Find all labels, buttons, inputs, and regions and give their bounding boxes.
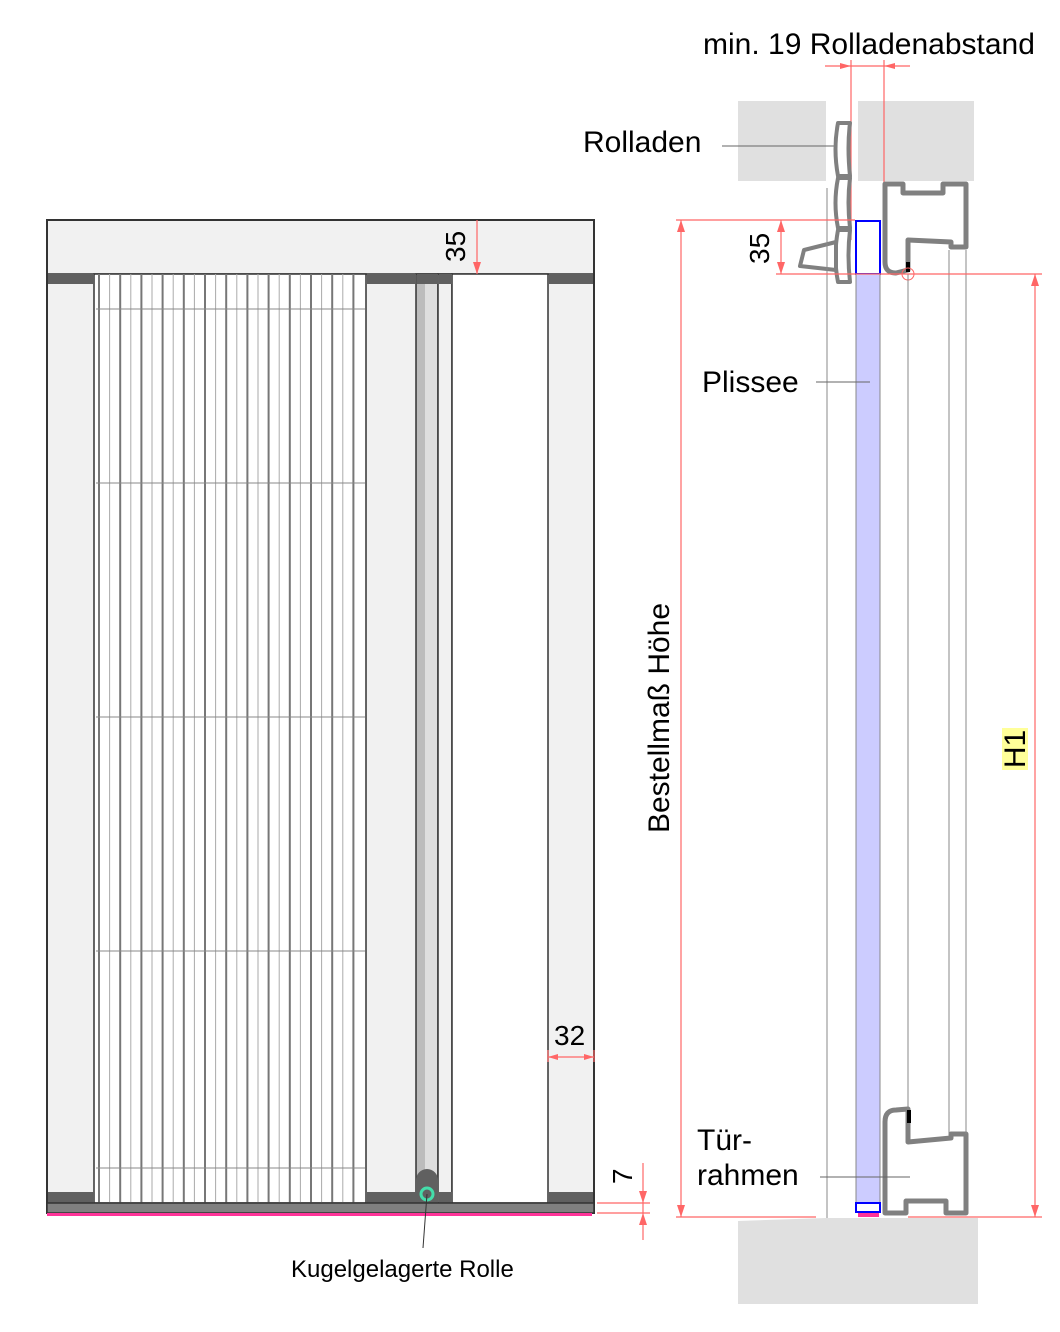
pleat-bottom-profile xyxy=(855,1202,881,1213)
h1-highlight xyxy=(1002,728,1028,770)
section-view: min. 19 Rolladenabstand Rolladen xyxy=(583,28,1042,1304)
seal-strip xyxy=(47,1213,592,1216)
frame-label-2: rahmen xyxy=(697,1159,799,1192)
pleat-label: Plissee xyxy=(702,366,799,399)
open-panel xyxy=(451,273,549,1204)
rail xyxy=(415,273,439,1204)
svg-text:7: 7 xyxy=(607,1168,638,1184)
bottom-rail xyxy=(46,1202,595,1214)
dim-top-35-section: 35 xyxy=(676,219,1042,275)
svg-text:35: 35 xyxy=(744,233,775,264)
handle-profile xyxy=(437,273,453,1204)
seal-bottom xyxy=(907,1110,911,1123)
frame-profile-top xyxy=(882,181,969,276)
seal-top xyxy=(906,262,910,272)
pleat-area xyxy=(93,273,367,1204)
pleat-seal xyxy=(858,1213,879,1217)
roller-leader xyxy=(422,1193,428,1249)
dim-order-height: Bestellmaß Höhe xyxy=(643,220,1042,1218)
frame-lines xyxy=(907,250,967,1134)
floor-block xyxy=(738,1218,978,1304)
frame-profile-bottom xyxy=(882,1106,969,1216)
shutter-label: Rolladen xyxy=(583,126,701,159)
h1-label: H1 xyxy=(999,730,1032,768)
svg-text:32: 32 xyxy=(554,1020,585,1051)
front-view: Kugelgelagerte Rolle 35 32 7 xyxy=(46,219,650,1283)
dim-min-gap xyxy=(825,60,910,240)
pleat-lines xyxy=(96,274,365,1203)
pleat-section xyxy=(855,273,881,1204)
dim-side-32: 32 xyxy=(547,1020,595,1062)
svg-text:35: 35 xyxy=(440,231,471,262)
dim-h1: H1 xyxy=(999,274,1039,1217)
frame-label-1: Tür- xyxy=(697,1124,752,1157)
wall-left-block xyxy=(738,101,826,181)
dim-top-35: 35 xyxy=(440,220,481,274)
top-dark-bars xyxy=(48,274,593,284)
pleat-top-profile xyxy=(855,220,881,275)
order-height-label: Bestellmaß Höhe xyxy=(643,603,676,833)
roller-label: Kugelgelagerte Rolle xyxy=(291,1256,514,1283)
min-gap-label: min. 19 Rolladenabstand xyxy=(703,28,1035,61)
dim-bottom-7: 7 xyxy=(597,1163,650,1240)
wall-right-block xyxy=(858,101,974,181)
